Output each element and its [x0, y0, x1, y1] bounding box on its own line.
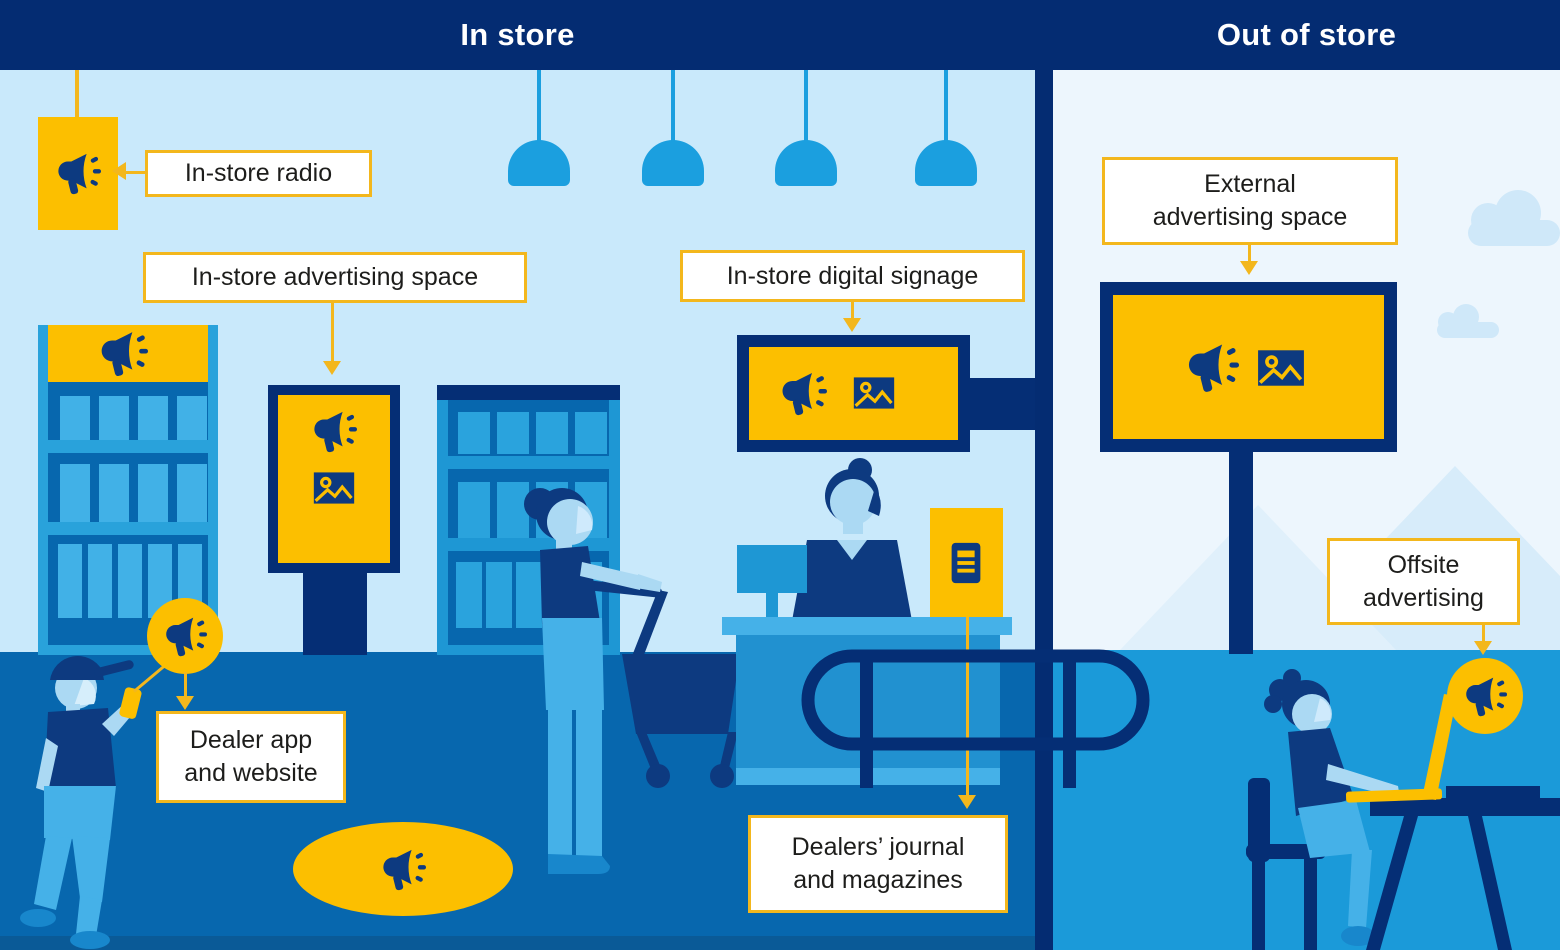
journal-arrowhead [958, 795, 976, 809]
store-divider-wall [1035, 70, 1053, 950]
external-advertising-space-label: External advertising space [1102, 157, 1398, 245]
product-box [536, 412, 568, 454]
phone-icon [119, 687, 142, 719]
out-of-store-title: Out of store [1216, 17, 1397, 52]
product-box [99, 464, 129, 522]
lamp-cord [671, 70, 675, 142]
in-store-radio-label: In-store radio [145, 150, 372, 197]
digital-signage-connector [851, 302, 854, 320]
desk-icon [1366, 786, 1560, 950]
billboard-display [1113, 295, 1384, 439]
shopping-cart-icon [586, 580, 740, 788]
laptop-icon [1345, 694, 1457, 803]
dealer-app-connector [184, 672, 187, 698]
external-advertising-connector [1248, 245, 1251, 263]
cloud-icon [1468, 190, 1560, 246]
radio-connector [126, 171, 146, 174]
product-box [497, 482, 529, 538]
advertising-space-arrowhead [323, 361, 341, 375]
shelf-board [48, 440, 208, 453]
lamp-cord [537, 70, 541, 142]
product-box [486, 562, 512, 628]
shelf-board [48, 522, 208, 535]
man-with-phone-illustration [20, 655, 142, 949]
lamp-cord [944, 70, 948, 142]
product-box [58, 544, 82, 618]
document-icon [943, 540, 989, 586]
product-box [458, 412, 490, 454]
offsite-advertising-connector [1482, 625, 1485, 643]
chair-icon [1246, 778, 1326, 950]
offsite-advertising-label: Offsite advertising [1327, 538, 1520, 625]
product-box [88, 544, 112, 618]
product-box [177, 464, 207, 522]
image-icon [1256, 343, 1306, 393]
billboard-pole [1229, 452, 1253, 654]
counter-top [722, 617, 1012, 635]
digital-signage-arrowhead [843, 318, 861, 332]
pos-monitor-stand [766, 593, 778, 619]
in-store-digital-signage-label: In-store digital signage [680, 250, 1025, 302]
journal-connector [966, 617, 969, 797]
megaphone-icon [163, 614, 207, 658]
lamp-cord [804, 70, 808, 142]
in-store-title: In store [460, 17, 575, 52]
dealer-app-label: Dealer app and website [156, 711, 346, 803]
image-icon [312, 466, 356, 510]
megaphone-icon [98, 328, 148, 378]
product-box [497, 412, 529, 454]
shelf-board [448, 456, 609, 469]
product-box [575, 412, 607, 454]
product-box [516, 562, 542, 628]
external-advertising-arrowhead [1240, 261, 1258, 275]
pendant-lamp-icon [915, 140, 977, 186]
store-floor-base [0, 936, 1035, 950]
product-box [177, 396, 207, 440]
product-box [456, 562, 482, 628]
product-box [60, 464, 90, 522]
remote-user-illustration [1246, 669, 1560, 950]
pos-monitor [737, 545, 807, 593]
dealer-app-arrowhead [176, 696, 194, 710]
megaphone-icon [779, 369, 827, 417]
pendant-lamp-icon [642, 140, 704, 186]
advertising-space-connector [331, 303, 334, 363]
product-box [138, 396, 168, 440]
offsite-advertising-arrowhead [1474, 641, 1492, 655]
product-box [60, 396, 90, 440]
product-box [99, 396, 129, 440]
megaphone-icon [55, 150, 101, 196]
shelf-top-band [437, 385, 620, 400]
megaphone-icon [1463, 674, 1507, 718]
radio-cord [75, 70, 79, 120]
header-bar [0, 0, 1560, 70]
megaphone-icon [380, 846, 426, 892]
totem-pedestal [303, 560, 367, 655]
pendant-lamp-icon [775, 140, 837, 186]
shopper-with-cart-illustration [524, 488, 740, 874]
product-box [458, 482, 490, 538]
image-icon [852, 371, 896, 415]
product-box [138, 464, 168, 522]
dealers-journal-label: Dealers’ journal and magazines [748, 815, 1008, 913]
product-box [118, 544, 142, 618]
megaphone-icon [311, 408, 357, 454]
shelf-interior [48, 382, 208, 645]
radio-arrowhead [112, 162, 126, 180]
queue-railing [801, 649, 1150, 788]
cap-icon [50, 655, 104, 680]
in-store-advertising-space-label: In-store advertising space [143, 252, 527, 303]
cloud-icon [1437, 304, 1499, 338]
pendant-lamp-icon [508, 140, 570, 186]
megaphone-icon [1185, 340, 1239, 394]
